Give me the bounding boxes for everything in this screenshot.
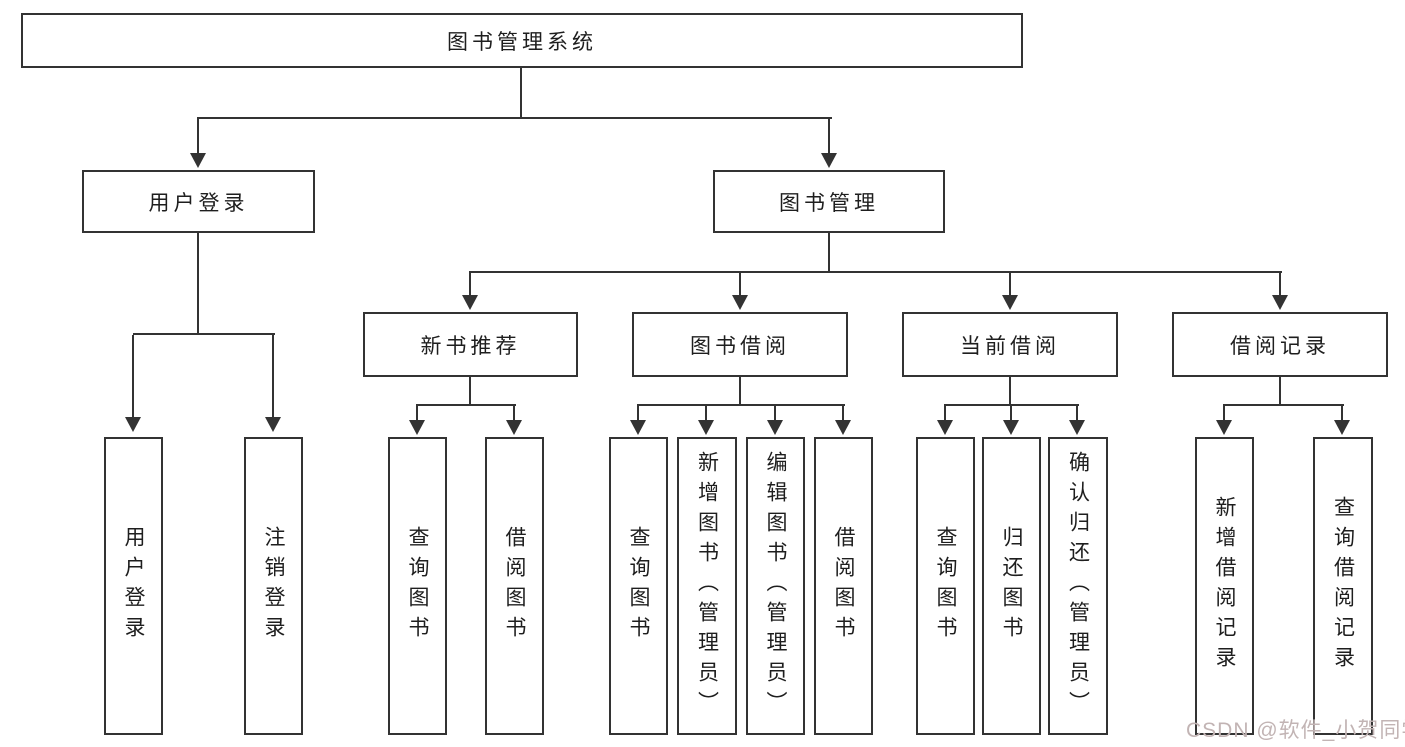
- leaf-query-borrow-record-label: 查询借阅记录: [1331, 496, 1355, 676]
- node-new-book-recommend-label: 新书推荐: [420, 334, 521, 358]
- connector-borrow-records-rail: [1223, 404, 1344, 406]
- connector-arrow-leaf-user-login: [125, 335, 141, 432]
- leaf-confirm-return-admin: 确认归还（管理员）: [1048, 437, 1108, 735]
- connector-book-borrow-stub: [739, 377, 741, 406]
- connector-book-management-rail: [469, 271, 1282, 273]
- connector-arrow-query-borrow-record: [1334, 406, 1350, 435]
- leaf-query-books-borrow: 查询图书: [609, 437, 668, 735]
- connector-arrow-query-books-2: [630, 406, 646, 435]
- leaf-borrow-books-recommend: 借阅图书: [485, 437, 544, 735]
- node-borrow-records-label: 借阅记录: [1230, 334, 1330, 358]
- leaf-borrow-books-borrow-label: 借阅图书: [832, 526, 855, 646]
- connector-new-book-recommend-rail: [416, 404, 516, 406]
- connector-arrow-return-book: [1003, 406, 1019, 435]
- connector-current-borrow-stub: [1009, 377, 1011, 406]
- connector-arrow-borrow-books-1: [506, 406, 522, 435]
- leaf-logout: 注销登录: [244, 437, 303, 735]
- connector-arrow-new-book-recommend: [462, 273, 478, 310]
- connector-root-rail: [197, 117, 832, 119]
- connector-arrow-book-management: [821, 118, 837, 168]
- connector-arrow-edit-book: [767, 406, 783, 435]
- connector-root-stub: [520, 68, 522, 118]
- connector-arrow-book-borrow: [732, 273, 748, 310]
- node-book-management-label: 图书管理: [779, 191, 879, 215]
- node-new-book-recommend: 新书推荐: [363, 312, 578, 377]
- connector-borrow-records-stub: [1279, 377, 1281, 406]
- leaf-edit-book-admin: 编辑图书（管理员）: [746, 437, 805, 735]
- connector-arrow-current-borrow: [1002, 273, 1018, 310]
- node-user-login: 用户登录: [82, 170, 315, 233]
- leaf-borrow-books-borrow: 借阅图书: [814, 437, 873, 735]
- connector-current-borrow-rail: [944, 404, 1079, 406]
- leaf-query-borrow-record: 查询借阅记录: [1313, 437, 1373, 735]
- connector-arrow-user-login: [190, 118, 206, 168]
- connector-book-borrow-rail: [637, 404, 845, 406]
- connector-arrow-leaf-logout: [265, 335, 281, 432]
- leaf-add-book-admin: 新增图书（管理员）: [677, 437, 737, 735]
- connector-user-login-rail: [133, 333, 275, 335]
- csdn-watermark: CSDN @软件_小贺同学: [1186, 719, 1405, 742]
- node-current-borrow-label: 当前借阅: [960, 334, 1060, 358]
- connector-arrow-add-book: [698, 406, 714, 435]
- leaf-add-borrow-record-label: 新增借阅记录: [1213, 496, 1236, 676]
- node-root: 图书管理系统: [21, 13, 1023, 68]
- node-root-label: 图书管理系统: [447, 30, 597, 54]
- connector-arrow-borrow-books-2: [835, 406, 851, 435]
- leaf-query-books-recommend-label: 查询图书: [406, 526, 429, 646]
- leaf-return-book: 归还图书: [982, 437, 1041, 735]
- connector-user-login-stub: [197, 233, 199, 335]
- leaf-query-books-current: 查询图书: [916, 437, 975, 735]
- leaf-edit-book-admin-label: 编辑图书（管理员）: [764, 451, 787, 721]
- connector-arrow-query-books-1: [409, 406, 425, 435]
- leaf-logout-label: 注销登录: [262, 526, 285, 646]
- leaf-user-login-label: 用户登录: [122, 526, 145, 646]
- node-book-borrow-label: 图书借阅: [690, 334, 790, 358]
- leaf-borrow-books-recommend-label: 借阅图书: [503, 526, 526, 646]
- leaf-query-books-recommend: 查询图书: [388, 437, 447, 735]
- connector-arrow-borrow-records: [1272, 273, 1288, 310]
- connector-new-book-recommend-stub: [469, 377, 471, 406]
- leaf-query-books-borrow-label: 查询图书: [627, 526, 650, 646]
- node-book-borrow: 图书借阅: [632, 312, 848, 377]
- leaf-query-books-current-label: 查询图书: [934, 526, 957, 646]
- node-current-borrow: 当前借阅: [902, 312, 1118, 377]
- connector-book-management-stub: [828, 233, 830, 273]
- connector-arrow-add-borrow-record: [1216, 406, 1232, 435]
- leaf-user-login: 用户登录: [104, 437, 163, 735]
- leaf-confirm-return-admin-label: 确认归还（管理员）: [1066, 451, 1090, 721]
- node-user-login-label: 用户登录: [148, 191, 249, 215]
- leaf-add-book-admin-label: 新增图书（管理员）: [695, 451, 719, 721]
- connector-arrow-confirm-return: [1069, 406, 1085, 435]
- leaf-return-book-label: 归还图书: [1000, 526, 1023, 646]
- leaf-add-borrow-record: 新增借阅记录: [1195, 437, 1254, 735]
- node-borrow-records: 借阅记录: [1172, 312, 1388, 377]
- node-book-management: 图书管理: [713, 170, 945, 233]
- connector-arrow-query-books-3: [937, 406, 953, 435]
